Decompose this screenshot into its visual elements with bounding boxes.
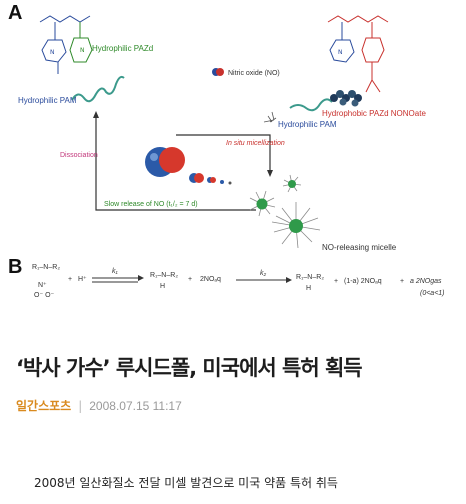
reaction-plus-2: + <box>188 276 193 283</box>
micelle-large <box>271 202 321 249</box>
news-source-link[interactable]: 일간스포츠 <box>16 399 72 413</box>
reaction-plus-4: + <box>400 278 405 285</box>
label-hydrophilic-pam-right: Hydrophilic PAM <box>278 120 337 129</box>
product-amine-h: H <box>160 283 166 290</box>
label-dissociation: Dissociation <box>60 152 98 159</box>
pazd-structure-right: N <box>327 15 389 93</box>
reaction-condition: (0<a<1) <box>420 290 445 297</box>
reaction-plus-1: + <box>68 276 73 283</box>
panel-a-letter: A <box>8 2 23 24</box>
svg-text:N: N <box>338 49 343 56</box>
reaction-plus-3: + <box>334 278 339 285</box>
label-nitric-oxide: Nitric oxide (NO) <box>228 70 280 77</box>
publish-date: 2008.07.15 11:17 <box>89 399 182 413</box>
process-loop <box>95 115 271 211</box>
micelle-medium <box>249 190 276 217</box>
label-in-situ-micellization: In situ micellization <box>226 140 285 147</box>
article-headline[interactable]: ‘박사 가수’ 루시드폴, 미국에서 특허 획득 <box>16 356 363 380</box>
final-no-gas: a 2NOgas <box>410 278 442 285</box>
reaction-arrows <box>92 277 286 283</box>
figure-drawing: N N N <box>39 15 389 283</box>
article-byline: 일간스포츠 | 2008.07.15 11:17 <box>16 397 182 414</box>
micelle-small <box>282 174 302 193</box>
final-amine-label: R₁–N–R₂ <box>296 274 325 281</box>
reactant-amine-label: R₁–N–R₂ <box>32 264 61 271</box>
reactant-oxygen-label: O⁻ O⁻ <box>34 292 55 299</box>
product-amine-label: R₁–N–R₂ <box>150 272 179 279</box>
reactant-nitrogen-label: N⁺ <box>38 282 47 289</box>
label-slow-release: Slow release of NO (t₁/₂ = 7 d) <box>104 201 198 208</box>
svg-text:N: N <box>50 49 55 56</box>
panel-b-letter: B <box>8 256 23 278</box>
label-no-releasing-micelle: NO-releasing micelle <box>322 243 397 252</box>
final-no-aq: (1-a) 2NOₐq <box>344 278 382 285</box>
micellization-icon <box>263 111 277 123</box>
nonoate-blob-cluster <box>330 90 362 107</box>
pam-chain-left <box>71 75 125 103</box>
article-figure: A N N N <box>8 2 445 299</box>
article-subhead: 2008년 일산화질소 전달 미셀 발견으로 미국 약품 특허 취득 <box>34 476 338 490</box>
product-no-aq: 2NOₐq <box>200 276 221 283</box>
byline-separator: | <box>78 399 83 413</box>
label-hydrophobic-pazd-nonoate: Hydrophobic PAZd NONOate <box>322 109 426 118</box>
svg-text:N: N <box>80 47 85 54</box>
final-amine-h: H <box>306 285 312 292</box>
no-spheres <box>145 147 232 185</box>
rate-constant-k1: k₁ <box>112 268 118 275</box>
rate-constant-k2: k₂ <box>260 270 267 277</box>
label-hydrophilic-pazd: Hydrophilic PAZd <box>92 44 154 53</box>
pam-chain-right <box>289 98 333 112</box>
pazd-structure-left: N N <box>39 15 93 74</box>
reactant-proton: H⁺ <box>78 276 87 283</box>
label-hydrophilic-pam-left: Hydrophilic PAM <box>18 96 77 105</box>
